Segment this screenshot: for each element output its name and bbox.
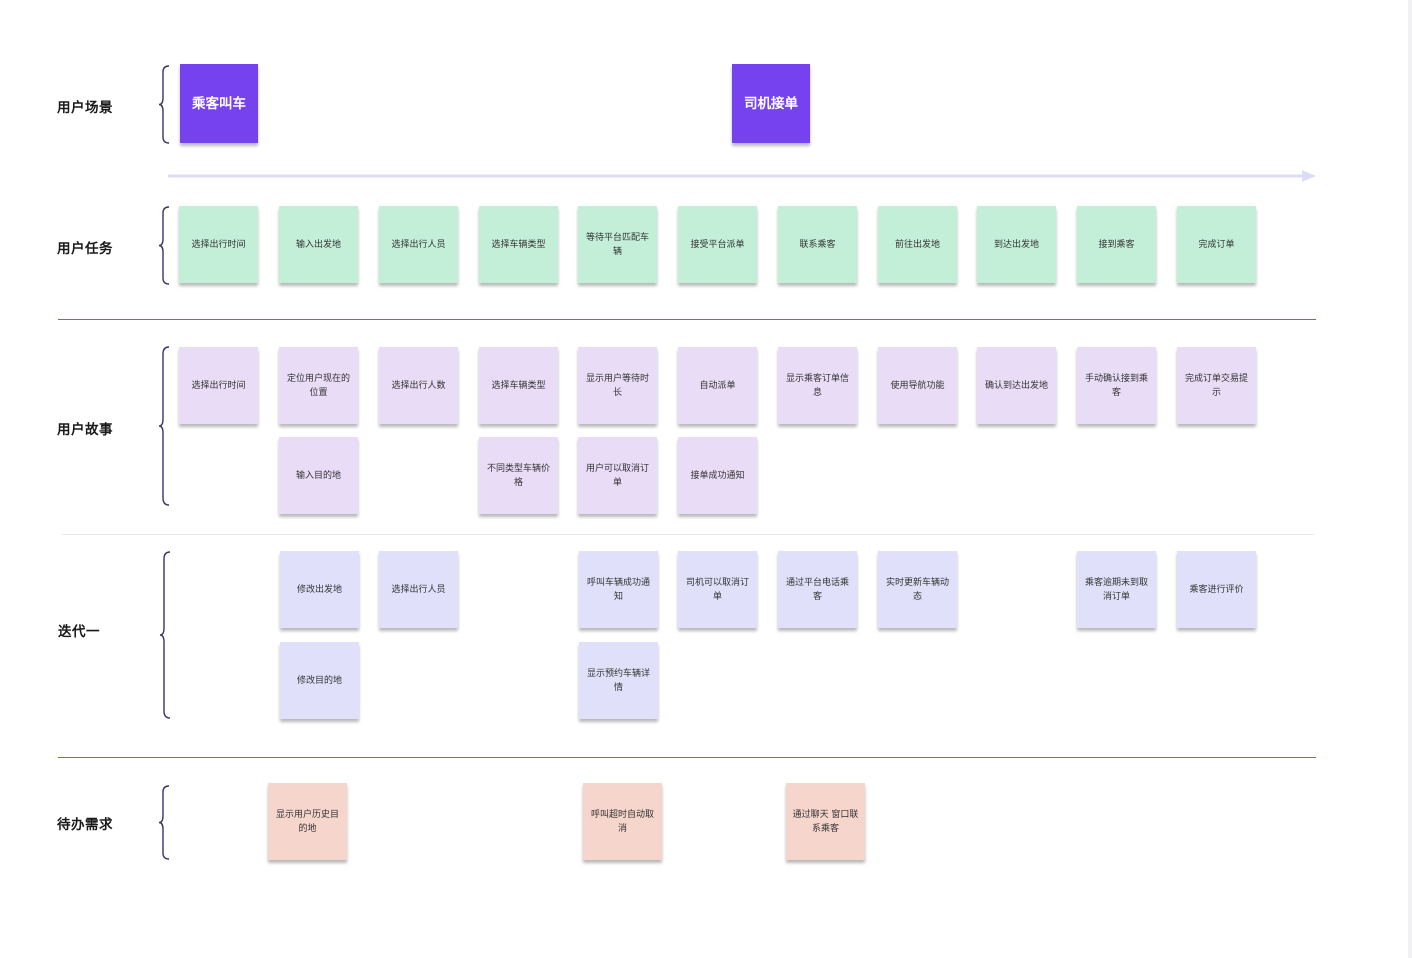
iteration-note[interactable]: 显示预约车辆详情	[579, 642, 658, 719]
task-note[interactable]: 选择出行时间	[179, 206, 258, 283]
divider-iteration	[58, 757, 1316, 758]
row-label-scenario: 用户场景	[57, 100, 113, 116]
brace-stories	[158, 346, 170, 506]
story-note[interactable]: 显示乘客订单信息	[778, 347, 857, 424]
iteration-note[interactable]: 通过平台电话乘客	[778, 551, 857, 628]
story-note[interactable]: 选择出行时间	[179, 347, 258, 424]
story-note[interactable]: 完成订单交易提示	[1177, 347, 1256, 424]
task-note[interactable]: 联系乘客	[778, 206, 857, 283]
task-note[interactable]: 选择车辆类型	[479, 206, 558, 283]
story-note[interactable]: 确认到达出发地	[977, 347, 1056, 424]
row-label-tasks: 用户任务	[57, 241, 113, 257]
story-note[interactable]: 使用导航功能	[878, 347, 957, 424]
backlog-note[interactable]: 显示用户历史目的地	[268, 783, 347, 860]
backlog-note[interactable]: 呼叫超时自动取消	[583, 783, 662, 860]
story-note[interactable]: 选择车辆类型	[479, 347, 558, 424]
story-note[interactable]: 不同类型车辆价格	[479, 437, 558, 514]
task-note[interactable]: 前往出发地	[878, 206, 957, 283]
brace-scenario	[158, 65, 170, 144]
iteration-note[interactable]: 呼叫车辆成功通知	[579, 551, 658, 628]
story-note[interactable]: 显示用户等待时长	[578, 347, 657, 424]
story-note[interactable]: 输入目的地	[279, 437, 358, 514]
timeline-arrow	[168, 170, 1316, 182]
iteration-note[interactable]: 修改目的地	[280, 642, 359, 719]
story-note[interactable]: 选择出行人数	[379, 347, 458, 424]
task-note[interactable]: 等待平台匹配车辆	[578, 206, 657, 283]
iteration-note[interactable]: 乘客进行评价	[1177, 551, 1256, 628]
iteration-note[interactable]: 修改出发地	[280, 551, 359, 628]
row-label-iteration: 迭代一	[58, 624, 100, 640]
brace-tasks	[158, 206, 170, 285]
story-note[interactable]: 接单成功通知	[678, 437, 757, 514]
iteration-note[interactable]: 司机可以取消订单	[678, 551, 757, 628]
backlog-note[interactable]: 通过聊天 窗口联系乘客	[786, 783, 865, 860]
divider-tasks	[58, 319, 1316, 320]
story-note[interactable]: 手动确认接到乘客	[1077, 347, 1156, 424]
iteration-note[interactable]: 乘客逾期未到取消订单	[1077, 551, 1156, 628]
scenario-note[interactable]: 司机接单	[732, 64, 810, 143]
iteration-note[interactable]: 选择出行人员	[379, 551, 458, 628]
task-note[interactable]: 完成订单	[1177, 206, 1256, 283]
row-label-backlog: 待办需求	[57, 817, 113, 833]
brace-backlog	[158, 785, 170, 860]
brace-iteration	[159, 551, 171, 719]
task-note[interactable]: 输入出发地	[279, 206, 358, 283]
task-note[interactable]: 接到乘客	[1077, 206, 1156, 283]
scenario-note[interactable]: 乘客叫车	[180, 64, 258, 143]
canvas-scrollbar[interactable]	[1408, 0, 1412, 958]
task-note[interactable]: 接受平台派单	[678, 206, 757, 283]
story-note[interactable]: 定位用户现在的位置	[279, 347, 358, 424]
iteration-note[interactable]: 实时更新车辆动态	[878, 551, 957, 628]
task-note[interactable]: 到达出发地	[977, 206, 1056, 283]
story-note[interactable]: 自动派单	[678, 347, 757, 424]
divider-stories	[62, 534, 1314, 535]
row-label-stories: 用户故事	[57, 422, 113, 438]
story-note[interactable]: 用户可以取消订单	[578, 437, 657, 514]
task-note[interactable]: 选择出行人员	[379, 206, 458, 283]
